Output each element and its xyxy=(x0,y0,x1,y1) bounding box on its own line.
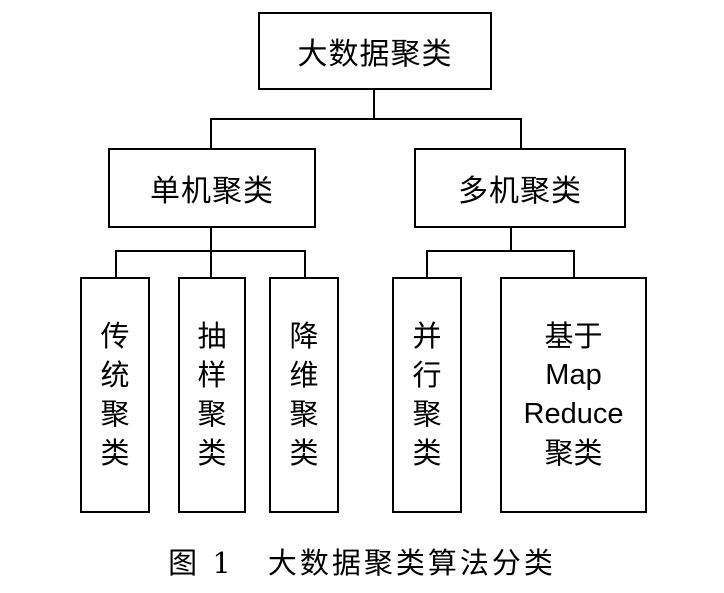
node-root-label: 大数据聚类 xyxy=(297,37,453,72)
connector-to-leaf-3 xyxy=(304,250,306,277)
leaf-5-line-4: 聚类 xyxy=(544,436,603,470)
connector-branch-1-down xyxy=(210,228,212,252)
node-single-machine-label: 单机聚类 xyxy=(150,174,274,209)
node-root: 大数据聚类 xyxy=(258,12,492,90)
leaf-2-char-3: 聚 xyxy=(197,397,227,431)
leaf-5-line-1: 基于 xyxy=(544,319,603,353)
leaf-4-char-1: 并 xyxy=(412,319,442,353)
leaf-3-char-4: 类 xyxy=(289,436,319,470)
leaf-2-char-1: 抽 xyxy=(197,319,227,353)
leaf-5-line-3: Reduce xyxy=(523,398,624,430)
leaf-4-char-2: 行 xyxy=(412,358,442,392)
leaf-2-char-4: 类 xyxy=(197,436,227,470)
connector-to-leaf-5 xyxy=(573,250,575,277)
figure-title: 大数据聚类算法分类 xyxy=(267,546,556,580)
connector-to-branch-2 xyxy=(520,118,522,148)
connector-level2-bar-2 xyxy=(426,250,575,252)
node-parallel-clustering: 并 行 聚 类 xyxy=(392,277,462,513)
leaf-4-char-4: 类 xyxy=(412,436,442,470)
connector-to-branch-1 xyxy=(210,118,212,148)
leaf-5-line-2: Map xyxy=(545,359,602,391)
connector-to-leaf-1 xyxy=(115,250,117,277)
connector-branch-2-down xyxy=(510,228,512,252)
node-multi-machine-label: 多机聚类 xyxy=(458,174,582,209)
leaf-2-char-2: 样 xyxy=(197,358,227,392)
node-multi-machine: 多机聚类 xyxy=(414,148,626,228)
leaf-1-char-3: 聚 xyxy=(100,397,130,431)
figure-caption: 图 1 大数据聚类算法分类 xyxy=(0,540,724,582)
leaf-3-char-3: 聚 xyxy=(289,397,319,431)
node-single-machine: 单机聚类 xyxy=(108,148,316,228)
connector-level1-bar xyxy=(210,118,522,120)
leaf-3-char-2: 维 xyxy=(289,358,319,392)
node-dimension-reduction-clustering: 降 维 聚 类 xyxy=(269,277,339,513)
connector-root-down xyxy=(373,90,375,120)
leaf-1-char-1: 传 xyxy=(100,319,130,353)
node-mapreduce-clustering: 基于 Map Reduce 聚类 xyxy=(500,277,647,513)
leaf-1-char-4: 类 xyxy=(100,436,130,470)
leaf-1-char-2: 统 xyxy=(100,358,130,392)
leaf-3-char-1: 降 xyxy=(289,319,319,353)
leaf-4-char-3: 聚 xyxy=(412,397,442,431)
node-sampling-clustering: 抽 样 聚 类 xyxy=(178,277,246,513)
figure-label: 图 1 xyxy=(168,546,234,580)
node-traditional-clustering: 传 统 聚 类 xyxy=(80,277,150,513)
connector-to-leaf-2 xyxy=(210,250,212,277)
connector-to-leaf-4 xyxy=(426,250,428,277)
